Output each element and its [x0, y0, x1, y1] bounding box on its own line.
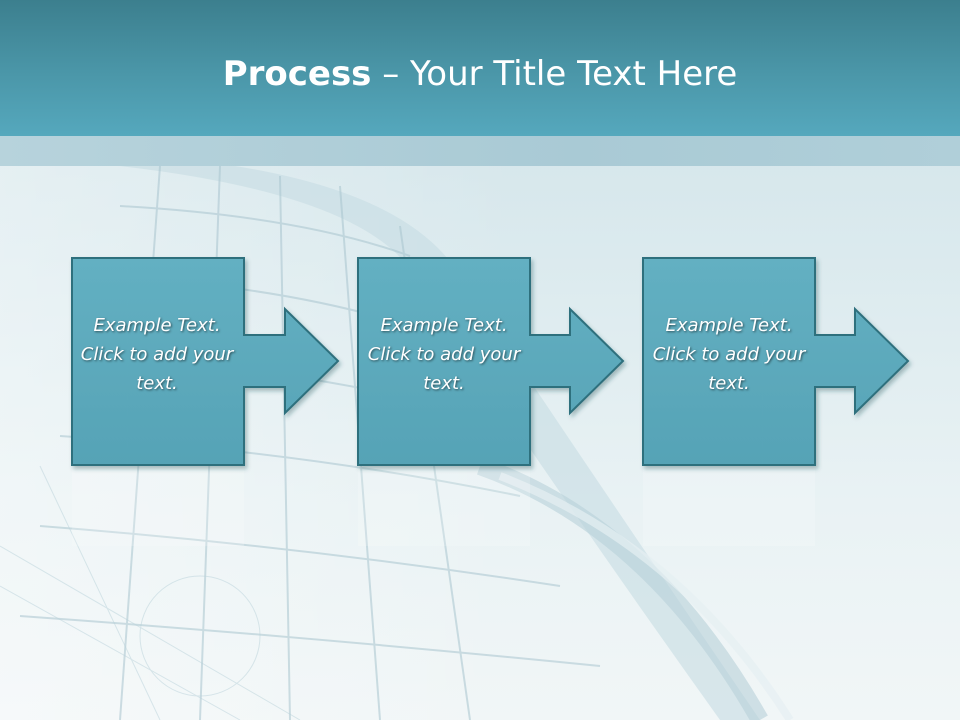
title-bar: [0, 0, 960, 136]
step-2-text[interactable]: Example Text. Click to add your text.: [367, 315, 521, 394]
slide-title[interactable]: Process – Your Title Text Here: [0, 52, 960, 96]
title-rest: – Your Title Text Here: [371, 54, 738, 94]
step-3-text[interactable]: Example Text. Click to add your text.: [652, 315, 806, 394]
title-bold: Process: [222, 54, 372, 94]
process-step-1[interactable]: [71, 257, 340, 466]
step-1-text[interactable]: Example Text. Click to add your text.: [80, 315, 234, 394]
title-accent-strip: [0, 136, 960, 166]
process-step-2[interactable]: [357, 257, 625, 466]
process-step-3[interactable]: [642, 257, 910, 466]
